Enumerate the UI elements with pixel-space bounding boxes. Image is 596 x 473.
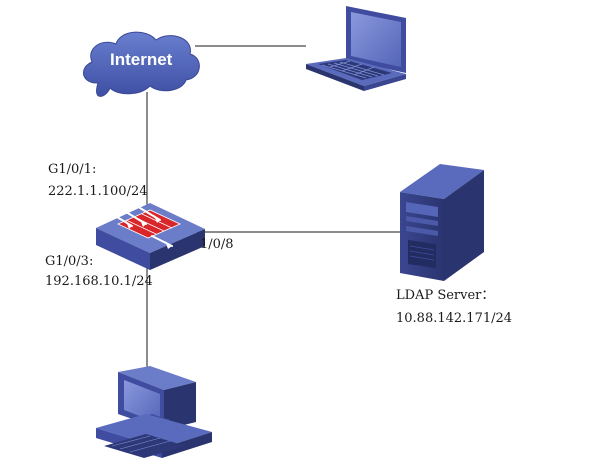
server-name: LDAP Server： (396, 288, 495, 303)
server-icon (400, 164, 484, 281)
cloud-icon (83, 31, 200, 97)
port-up-name: G1/0/1: (48, 162, 97, 177)
port-right-name: 1/0/8 (200, 237, 234, 252)
firewall-icon (96, 203, 205, 270)
connection-lines (146, 45, 400, 372)
laptop-icon (306, 6, 406, 91)
port-down-name: G1/0/3: (45, 254, 94, 269)
port-up-ip: 222.1.1.100/24 (48, 184, 148, 199)
desktop-pc-icon (96, 366, 212, 458)
cloud-label: Internet (110, 50, 173, 69)
server-ip: 10.88.142.171/24 (396, 311, 513, 326)
port-down-ip: 192.168.10.1/24 (45, 274, 153, 289)
